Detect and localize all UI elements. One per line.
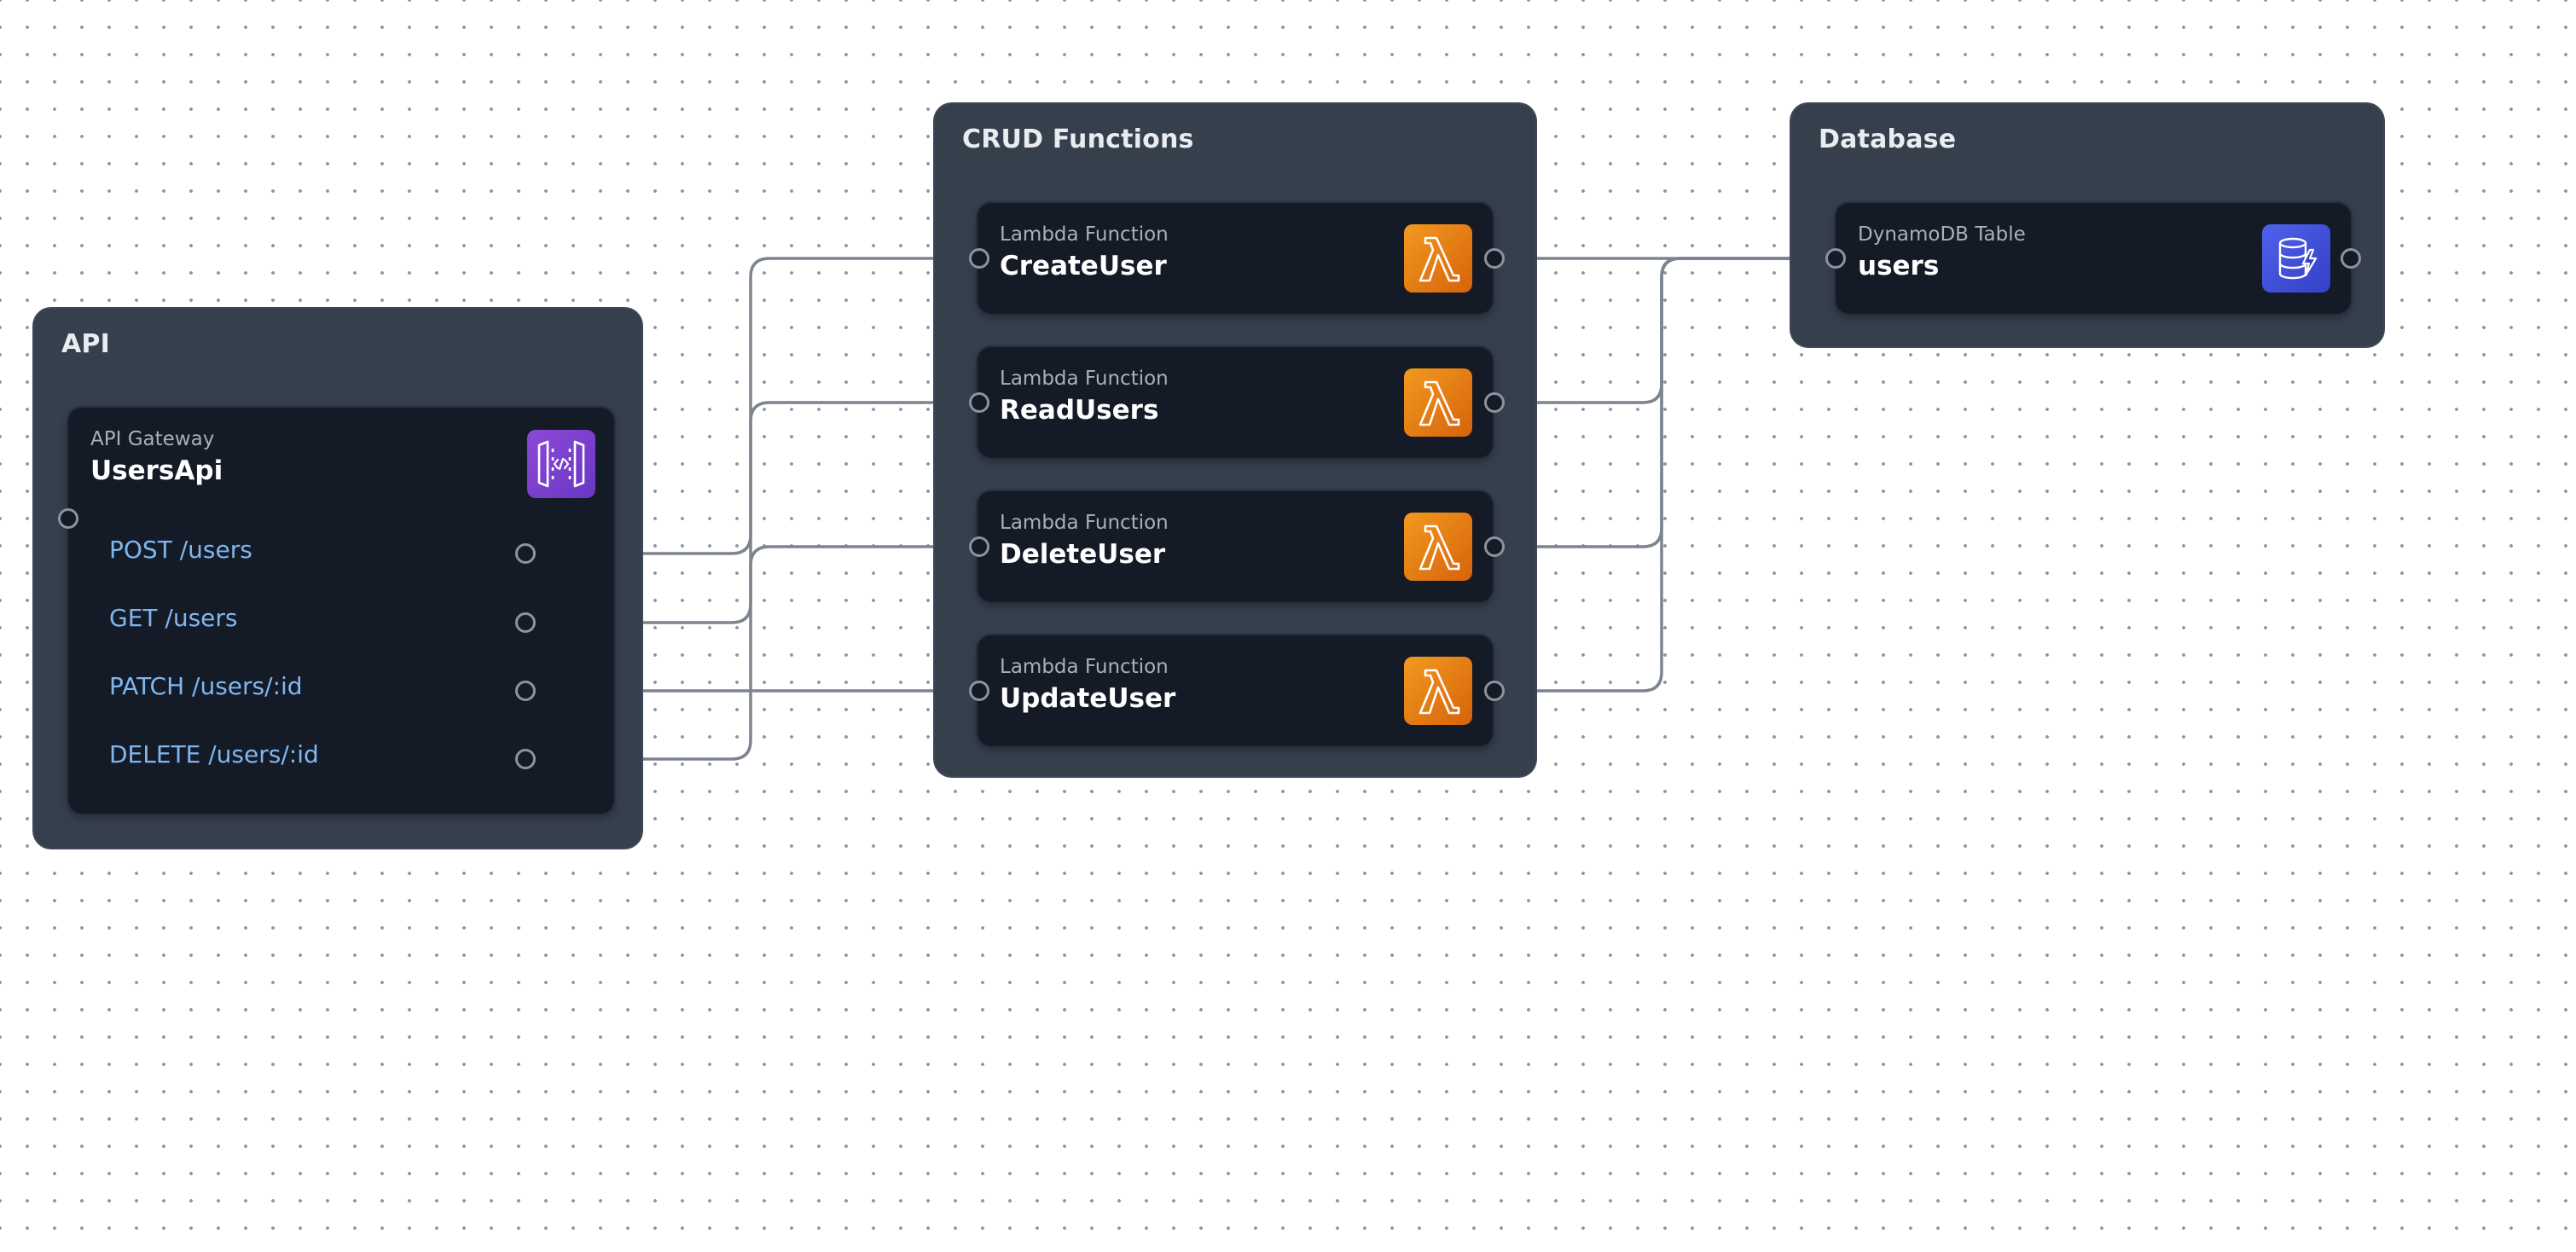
dynamodb-icon <box>2262 224 2330 293</box>
api-gateway-node[interactable]: API Gateway UsersApi POST /users GET /us… <box>68 408 614 814</box>
lambda-icon <box>1404 657 1472 725</box>
route-delete-user[interactable]: DELETE /users/:id <box>109 740 319 768</box>
lambda-node-updateuser[interactable]: Lambda Function UpdateUser <box>978 635 1493 746</box>
api-gateway-icon <box>527 430 595 498</box>
route-patch-user-handle[interactable] <box>515 681 536 701</box>
lambda-node-createuser[interactable]: Lambda Function CreateUser <box>978 203 1493 314</box>
node-type-label: Lambda Function <box>1000 656 1169 678</box>
createuser-output-handle[interactable] <box>1484 248 1505 269</box>
deleteuser-output-handle[interactable] <box>1484 536 1505 557</box>
edge-get-users-to-readusers[interactable] <box>525 401 979 624</box>
node-name-label: DeleteUser <box>1000 539 1166 570</box>
node-type-label: Lambda Function <box>1000 368 1169 390</box>
group-title: Database <box>1819 125 1957 154</box>
node-type-label: Lambda Function <box>1000 512 1169 534</box>
lambda-node-deleteuser[interactable]: Lambda Function DeleteUser <box>978 491 1493 602</box>
deleteuser-input-handle[interactable] <box>969 536 989 557</box>
node-type-label: Lambda Function <box>1000 223 1169 246</box>
users-table-input-handle[interactable] <box>1825 248 1846 269</box>
lambda-icon <box>1404 513 1472 581</box>
route-patch-user[interactable]: PATCH /users/:id <box>109 672 303 700</box>
node-name-label: UsersApi <box>90 455 223 486</box>
route-delete-user-handle[interactable] <box>515 749 536 769</box>
route-get-users-handle[interactable] <box>515 612 536 633</box>
route-post-users-handle[interactable] <box>515 543 536 564</box>
readusers-input-handle[interactable] <box>969 392 989 413</box>
node-name-label: CreateUser <box>1000 251 1167 281</box>
edge-updateuser-to-users[interactable] <box>1494 257 1836 693</box>
readusers-output-handle[interactable] <box>1484 392 1505 413</box>
group-database[interactable]: Database DynamoDB Table users <box>1791 104 2383 346</box>
edge-delete-users-to-deleteuser[interactable] <box>525 545 979 761</box>
node-name-label: UpdateUser <box>1000 683 1176 714</box>
group-crud-functions[interactable]: CRUD Functions Lambda Function CreateUse… <box>935 104 1535 776</box>
node-name-label: users <box>1858 251 1940 281</box>
api-node-input-handle[interactable] <box>58 508 78 529</box>
group-title: API <box>61 329 110 359</box>
node-name-label: ReadUsers <box>1000 395 1159 426</box>
createuser-input-handle[interactable] <box>969 248 989 269</box>
lambda-icon <box>1404 224 1472 293</box>
dynamodb-node-users[interactable]: DynamoDB Table users <box>1836 203 2351 314</box>
edge-post-users-to-createuser[interactable] <box>525 257 979 555</box>
lambda-icon <box>1404 368 1472 437</box>
route-post-users[interactable]: POST /users <box>109 536 252 564</box>
group-api[interactable]: API API Gateway UsersApi POST /users GET… <box>34 309 641 848</box>
users-table-output-handle[interactable] <box>2341 248 2361 269</box>
updateuser-output-handle[interactable] <box>1484 681 1505 701</box>
node-type-label: API Gateway <box>90 428 215 450</box>
lambda-node-readusers[interactable]: Lambda Function ReadUsers <box>978 347 1493 458</box>
route-get-users[interactable]: GET /users <box>109 604 238 632</box>
node-type-label: DynamoDB Table <box>1858 223 2026 246</box>
updateuser-input-handle[interactable] <box>969 681 989 701</box>
group-title: CRUD Functions <box>962 125 1194 154</box>
edge-readusers-to-users[interactable] <box>1494 257 1836 404</box>
